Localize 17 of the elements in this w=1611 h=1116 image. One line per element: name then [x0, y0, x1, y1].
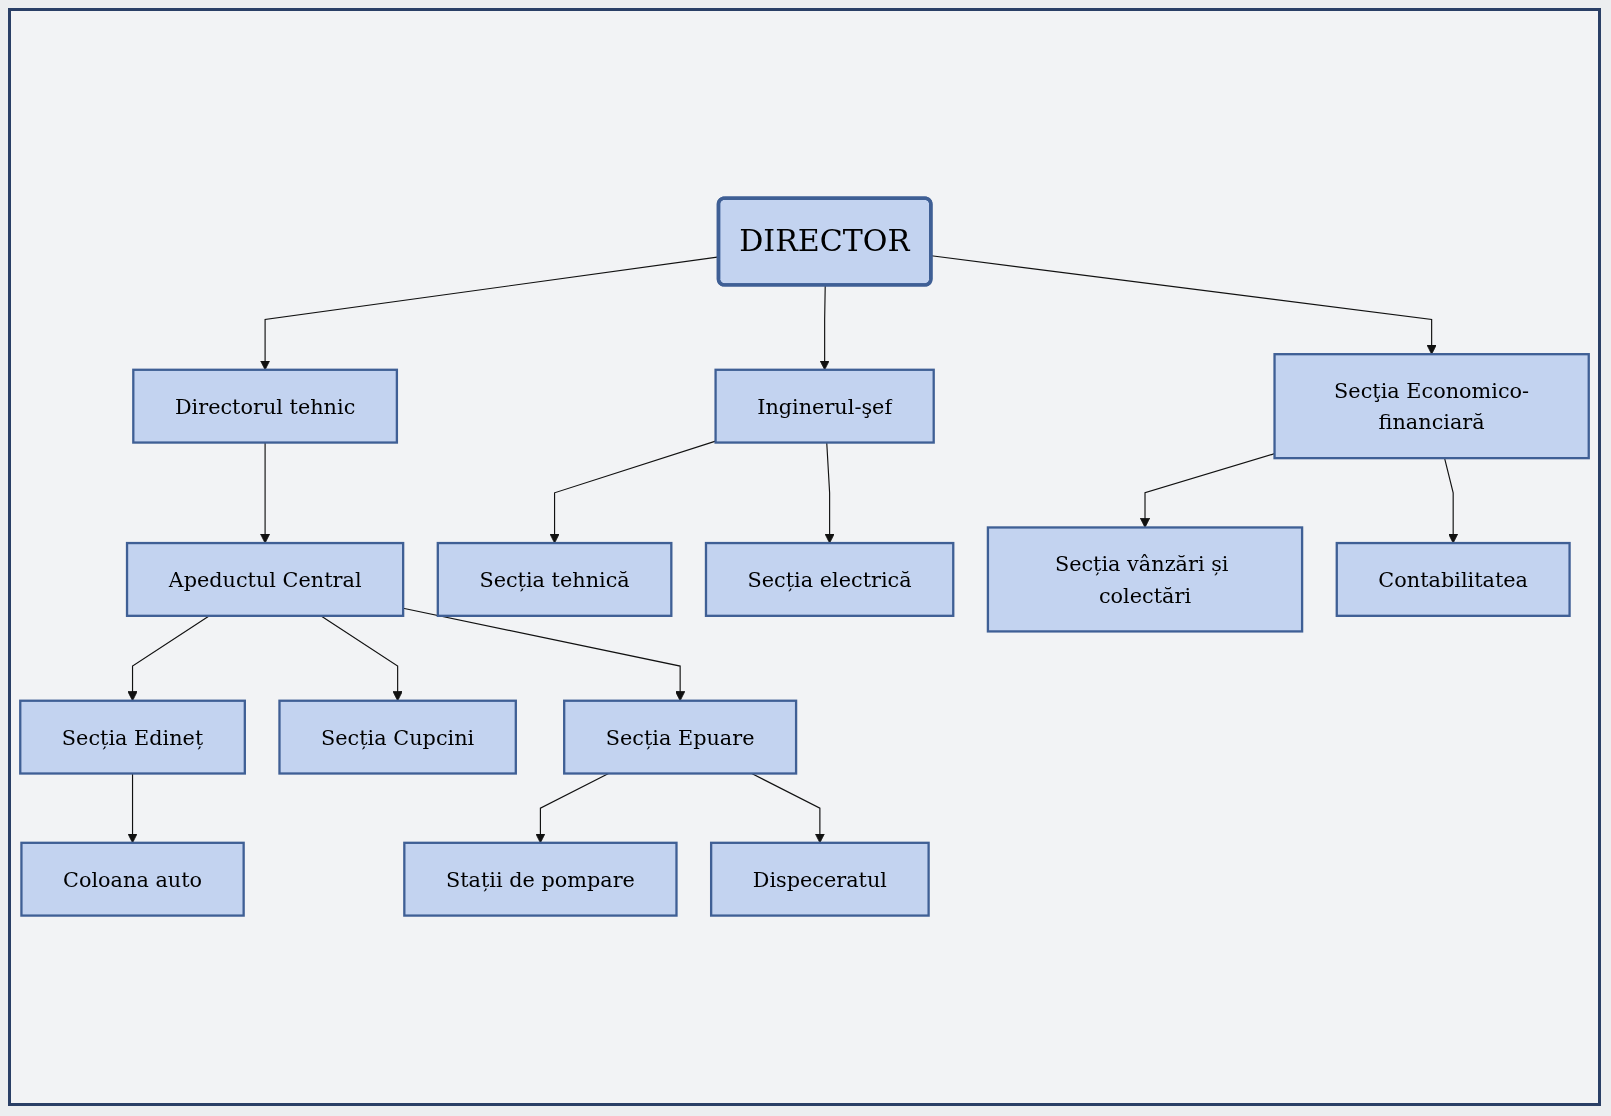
node-box: Secția vânzări și colectări — [986, 526, 1304, 633]
node-box: Contabilitatea — [1335, 541, 1571, 618]
node-box: Secția Epuare — [563, 699, 798, 775]
arrow — [260, 442, 271, 544]
node-box: Apeductul Central — [125, 541, 405, 618]
node-box: Directorul tehnic — [132, 368, 399, 444]
arrow — [1139, 453, 1276, 528]
node-box: Stații de pompare — [403, 841, 678, 917]
arrow — [549, 440, 717, 544]
node-box: Secția Cupcini — [278, 699, 517, 775]
node-box: Secția electrică — [704, 541, 955, 618]
node-box: Dispeceratul — [710, 841, 930, 917]
arrow — [824, 442, 835, 544]
node-box: Secţia Economico-financiară — [1273, 353, 1590, 460]
node-box: Secția tehnică — [436, 541, 673, 618]
node-box: Coloana auto — [20, 841, 245, 917]
node-box: Secția Edineț — [19, 699, 246, 775]
